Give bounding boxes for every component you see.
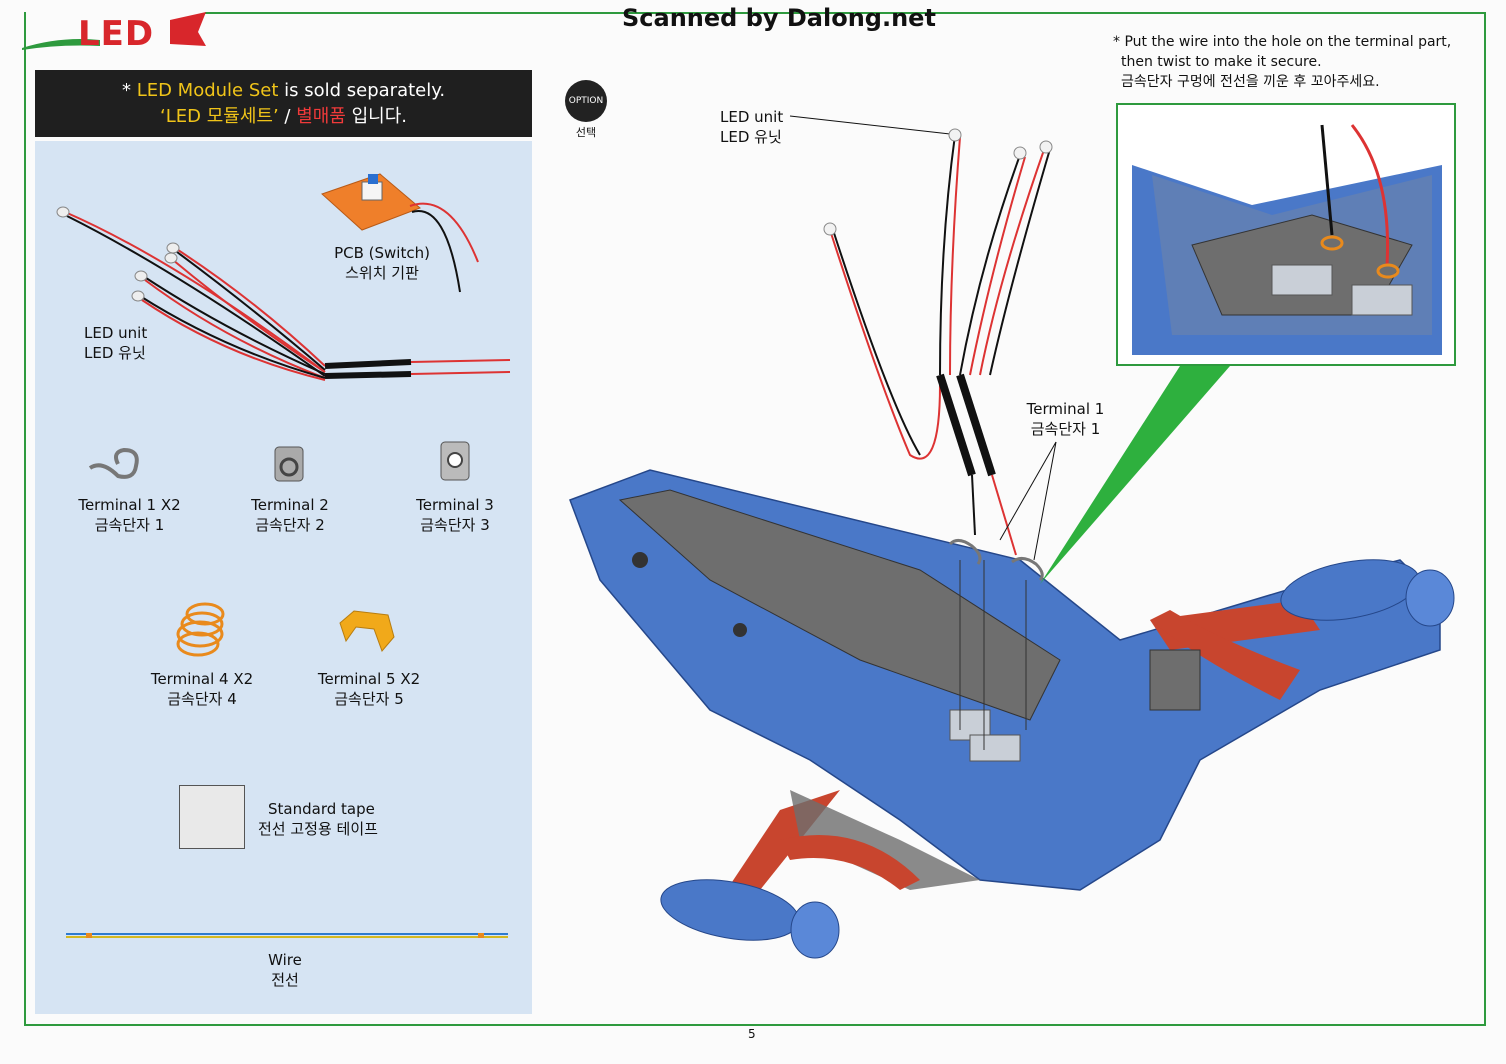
inset-pointer bbox=[1040, 366, 1230, 584]
page-frame-top bbox=[205, 12, 1484, 14]
notice-line-en: * LED Module Set is sold separately. bbox=[121, 80, 446, 101]
standard-tape-swatch bbox=[179, 785, 245, 849]
terminal-detail-illustration bbox=[1132, 124, 1442, 355]
kit-pcb-switch-label: PCB (Switch)스위치 기판 bbox=[334, 244, 430, 282]
page-frame bbox=[24, 12, 1486, 1026]
page-number: 5 bbox=[748, 1027, 756, 1041]
kit-parts-panel bbox=[35, 141, 532, 1014]
terminal-1-icon bbox=[88, 447, 139, 479]
option-badge: OPTION bbox=[565, 80, 607, 122]
terminal-3-icon bbox=[440, 441, 470, 481]
option-badge-sublabel: 선택 bbox=[575, 126, 597, 139]
led-callout-line bbox=[789, 115, 951, 135]
terminal-4-spring-icon bbox=[176, 602, 225, 657]
separate-sale-notice: * LED Module Set is sold separately. ‘LE… bbox=[35, 70, 532, 137]
terminal-1-callout-lines bbox=[999, 441, 1057, 561]
terminal-detail-inset bbox=[1116, 103, 1456, 366]
assembly-led-wires bbox=[823, 128, 1053, 556]
wire-illustration bbox=[66, 933, 508, 938]
model-chassis-illustration bbox=[569, 469, 1455, 959]
terminal-5-icon bbox=[339, 610, 395, 652]
led-section-logo-icon bbox=[22, 12, 206, 50]
led-unit-illustration bbox=[56, 206, 511, 381]
scan-credit: Scanned by Dalong.net bbox=[622, 4, 936, 32]
pcb-switch-icon bbox=[321, 173, 479, 293]
section-logo-text: LED bbox=[78, 14, 155, 54]
notice-line-ko: ‘LED 모듈세트’ / 별매품 입니다. bbox=[160, 106, 407, 127]
terminal-2-icon bbox=[274, 446, 304, 482]
inset-instruction-note: * Put the wire into the hole on the term… bbox=[1113, 34, 1452, 90]
